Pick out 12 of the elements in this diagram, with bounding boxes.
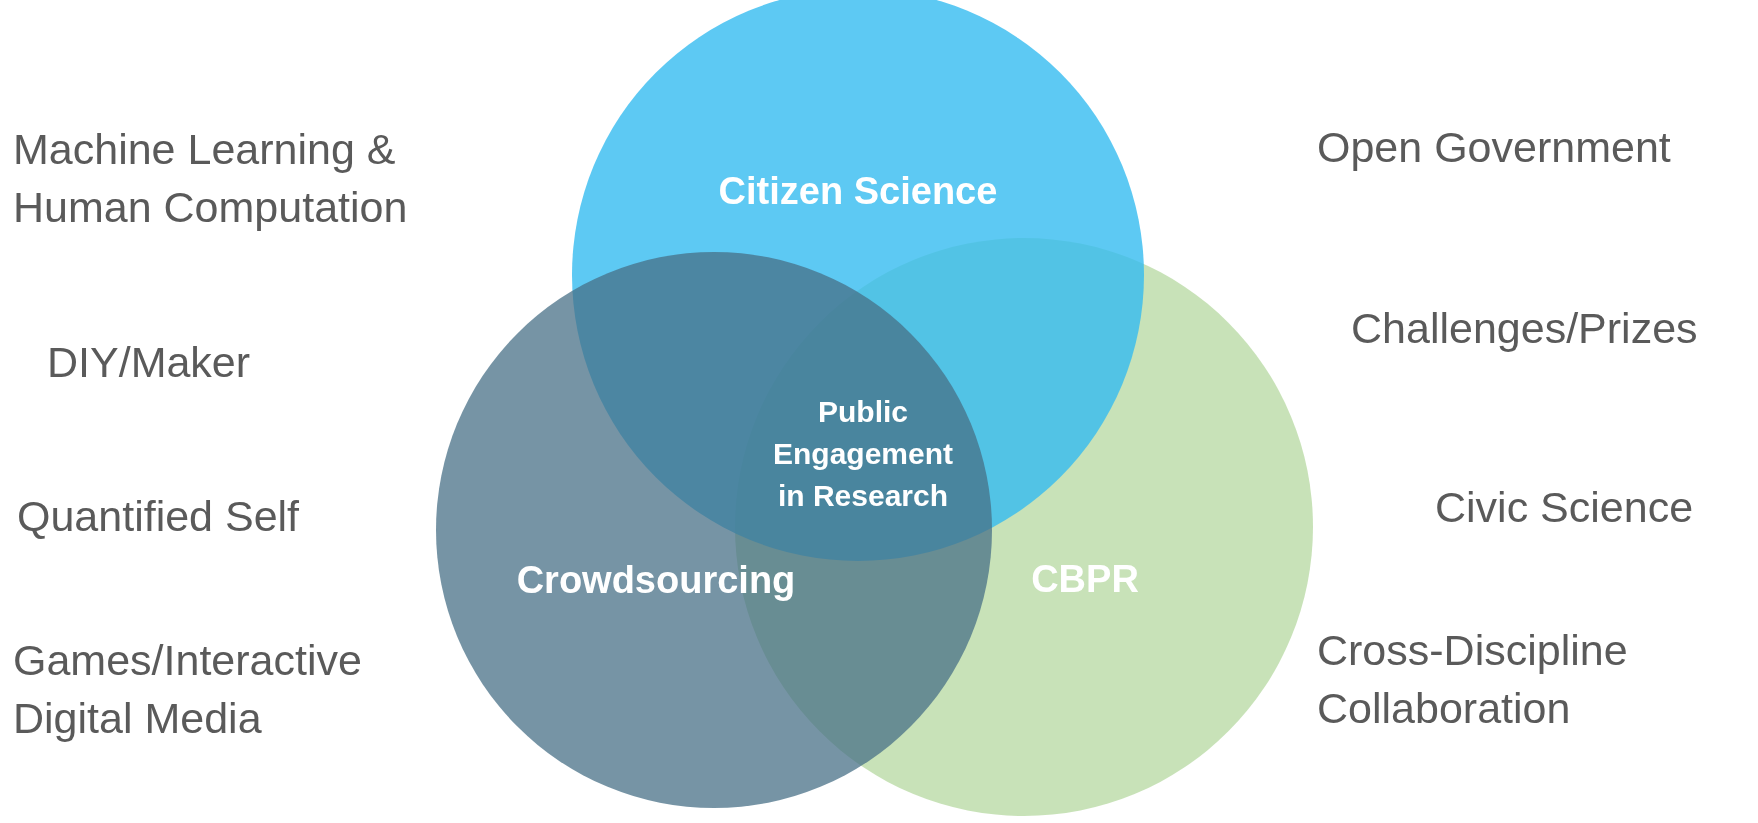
- topic-label: Games/Interactive Digital Media: [13, 635, 363, 744]
- topic-label: Quantified Self: [17, 491, 301, 542]
- overlap-label: Public Engagement in Research: [772, 394, 954, 514]
- topic-label: Cross-Discipline Collaboration: [1317, 625, 1629, 734]
- topic-label: Open Government: [1317, 122, 1672, 173]
- circle-label: Crowdsourcing: [516, 558, 796, 602]
- circle-label: CBPR: [1031, 557, 1139, 601]
- topic-label: Challenges/Prizes: [1351, 303, 1699, 354]
- topic-label: Civic Science: [1435, 482, 1695, 533]
- circle-label: Citizen Science: [718, 169, 998, 213]
- topic-label: DIY/Maker: [47, 337, 252, 388]
- topic-label: Machine Learning & Human Computation: [13, 124, 409, 233]
